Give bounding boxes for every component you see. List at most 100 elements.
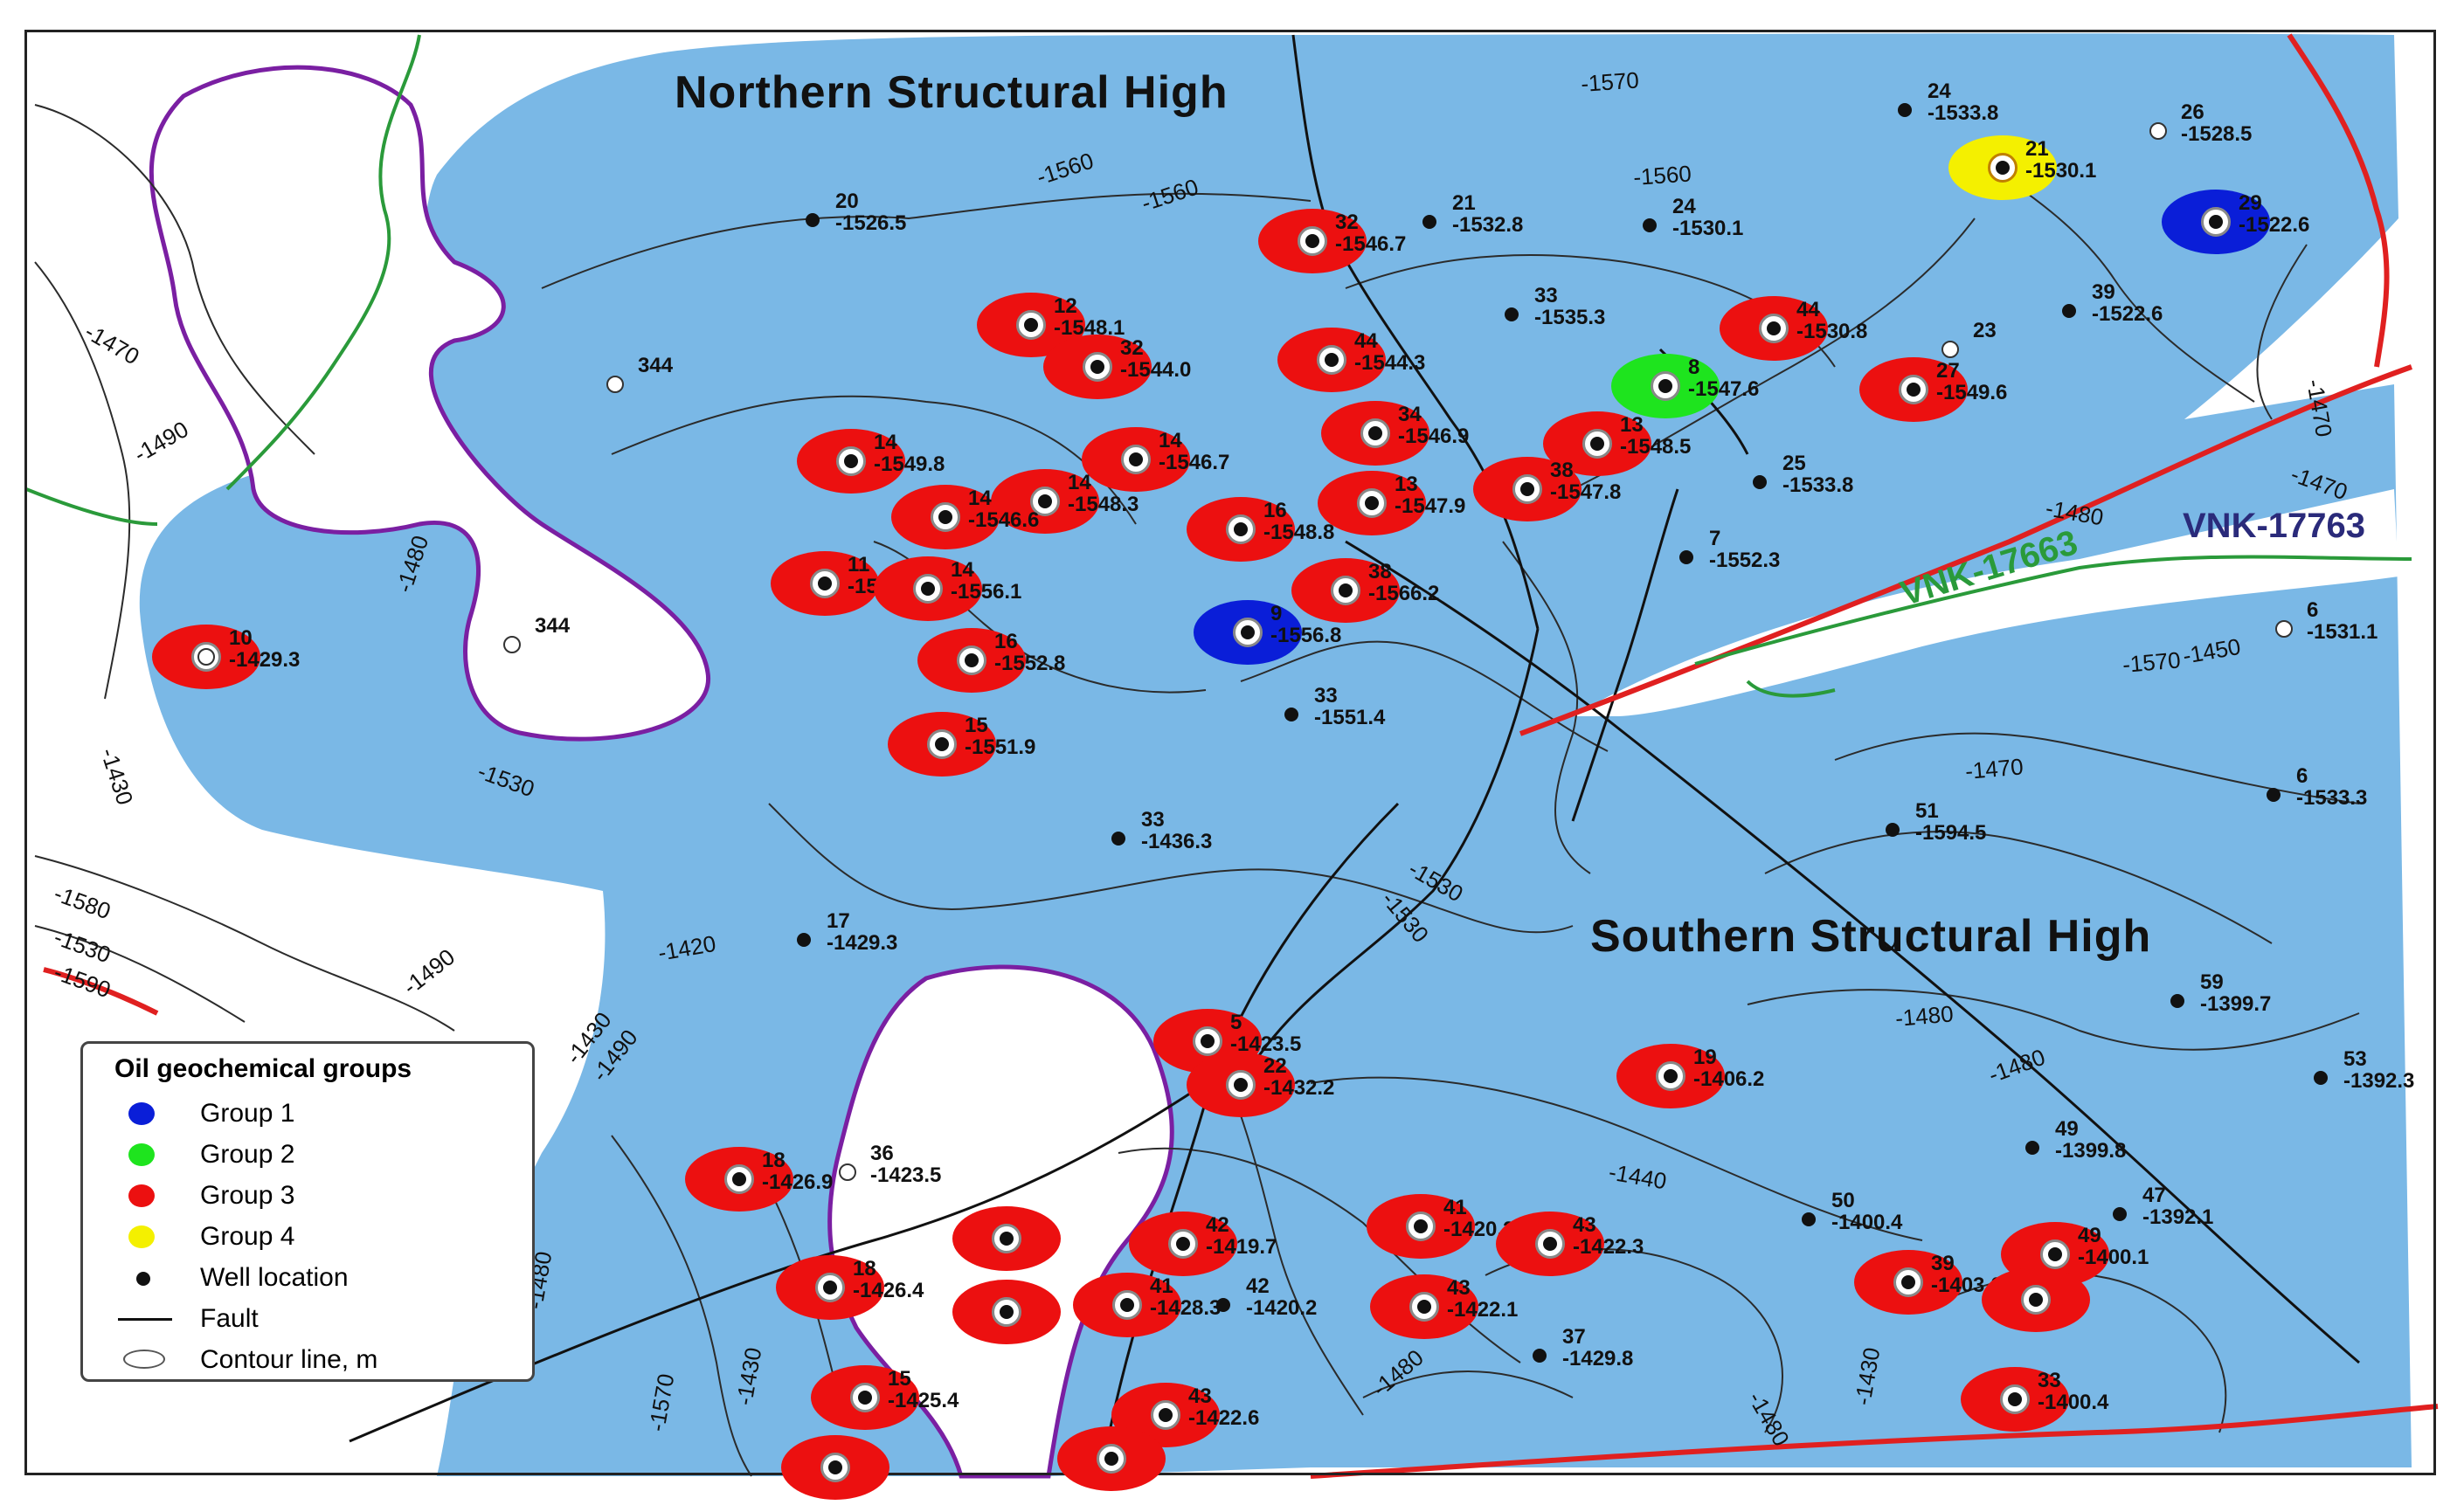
well-label: 14-1549.8 (874, 431, 945, 475)
well-id: 14 (874, 431, 897, 454)
contour-line (611, 1135, 752, 1477)
well-ring (1988, 153, 2018, 183)
well-id: 14 (968, 487, 992, 510)
well-id: 39 (2092, 280, 2115, 304)
well-id: 44 (1796, 298, 1820, 321)
well-open-dot (606, 376, 624, 393)
well-depth: -1419.7 (1206, 1235, 1277, 1259)
contour-label: -1480 (1894, 1000, 1955, 1032)
well-label: 29-1522.6 (2239, 192, 2309, 236)
well-label: 43-1422.6 (1188, 1385, 1259, 1429)
well-id: 12 (1054, 294, 1077, 318)
well-id: 10 (229, 626, 253, 650)
well-label: 32-1544.0 (1120, 337, 1191, 381)
well-open-dot (2149, 122, 2167, 140)
contour-line (1240, 640, 1609, 752)
contour-label: -1470 (1964, 753, 2024, 784)
well-depth: -1566.2 (1368, 582, 1440, 605)
well-depth: -1399.8 (2055, 1139, 2127, 1163)
legend-line-icon (118, 1318, 172, 1321)
well-dot (1241, 625, 1255, 639)
well-id: 39 (1931, 1252, 1955, 1275)
legend-item: Group 1 (118, 1096, 294, 1131)
well-dot (1907, 383, 1921, 397)
well-label: 21-1530.1 (2025, 138, 2096, 182)
well-label: 51-1594.5 (1915, 800, 1986, 844)
well-open-dot (839, 1163, 856, 1181)
legend-item: Group 2 (118, 1137, 294, 1172)
well-label: 344 (638, 355, 673, 376)
well-depth: -1532.8 (1452, 213, 1524, 237)
well-depth: -1429.8 (1562, 1347, 1634, 1370)
well-label: 27-1549.6 (1936, 360, 2007, 404)
well-id: 34 (1398, 403, 1422, 426)
well-label: 16-1548.8 (1263, 500, 1334, 543)
well-depth: -1422.3 (1573, 1235, 1644, 1259)
well-label: 47-1392.1 (2142, 1184, 2213, 1228)
legend-label: Group 1 (200, 1099, 295, 1128)
well-label: 21-1532.8 (1452, 192, 1523, 236)
well-label: 26-1528.5 (2181, 101, 2252, 145)
well-depth: -1548.8 (1263, 521, 1335, 544)
well-depth: -1528.5 (2181, 122, 2253, 146)
well-label: 14-1546.6 (968, 487, 1039, 531)
well-dot (938, 510, 952, 524)
well-dot (1284, 708, 1298, 721)
well-id: 50 (1831, 1189, 1855, 1212)
well-label: 6-1533.3 (2296, 765, 2367, 809)
well-dot (1590, 437, 1604, 451)
contour-label: -1490 (129, 416, 193, 467)
well-depth: -1423.5 (870, 1163, 942, 1187)
well-dot (828, 1460, 842, 1474)
well-id: 14 (951, 558, 974, 582)
well-dot (806, 213, 820, 227)
well-depth: -1522.6 (2092, 302, 2163, 326)
well-id: 59 (2200, 970, 2224, 994)
legend-circle-icon (128, 1225, 155, 1248)
legend-item: Contour line, m (118, 1343, 377, 1377)
well-dot (1901, 1275, 1915, 1289)
well-id: 5 (1230, 1011, 1242, 1034)
well-depth: -1422.1 (1447, 1298, 1519, 1322)
well-id: 43 (1188, 1384, 1212, 1408)
well-depth: -1530.1 (2025, 159, 2097, 183)
legend-label: Fault (200, 1304, 259, 1333)
well-id: 11 (848, 553, 870, 576)
boundary-lines (25, 33, 2439, 1479)
legend-label: Group 3 (200, 1181, 295, 1210)
contour-line (541, 192, 1312, 289)
well-depth: -1522.6 (2239, 213, 2310, 237)
legend-symbol (118, 1260, 170, 1295)
fault-line (1239, 628, 1540, 1084)
well-depth: -1556.1 (951, 580, 1022, 604)
well-label: 33-1436.3 (1141, 809, 1212, 853)
well-id: 13 (1620, 413, 1644, 437)
well-id: 24 (1928, 79, 1951, 103)
well-depth: -1533.8 (1928, 101, 1999, 125)
well-id: 42 (1246, 1274, 1270, 1298)
contour-line (768, 803, 1574, 934)
contour-label: -1570 (1580, 66, 1639, 97)
well-label: 23 (1973, 320, 1997, 342)
well-depth: -1429.3 (827, 931, 898, 955)
well-dot (1365, 496, 1379, 510)
well-depth: -1530.8 (1796, 320, 1868, 343)
well-dot (1664, 1069, 1678, 1083)
well-label: 43-1422.3 (1573, 1214, 1644, 1258)
well-dot (1339, 583, 1353, 597)
legend-label: Group 2 (200, 1140, 295, 1169)
well-dot (921, 582, 935, 596)
well-label: 37-1429.8 (1562, 1326, 1633, 1370)
well-id: 21 (2025, 137, 2049, 161)
well-dot (732, 1172, 746, 1186)
region-label-south: Southern Structural High (1590, 911, 2152, 962)
reservoir-area (139, 33, 2412, 1477)
well-dot (2008, 1392, 2022, 1406)
contour-line (34, 104, 315, 455)
well-depth: -1556.8 (1270, 624, 1342, 647)
well-label: 6-1531.1 (2307, 599, 2377, 643)
well-depth: -1546.6 (968, 508, 1040, 532)
well-id: 49 (2078, 1224, 2101, 1247)
contour-line (1310, 1076, 1923, 1241)
well-dot (1000, 1232, 1014, 1246)
